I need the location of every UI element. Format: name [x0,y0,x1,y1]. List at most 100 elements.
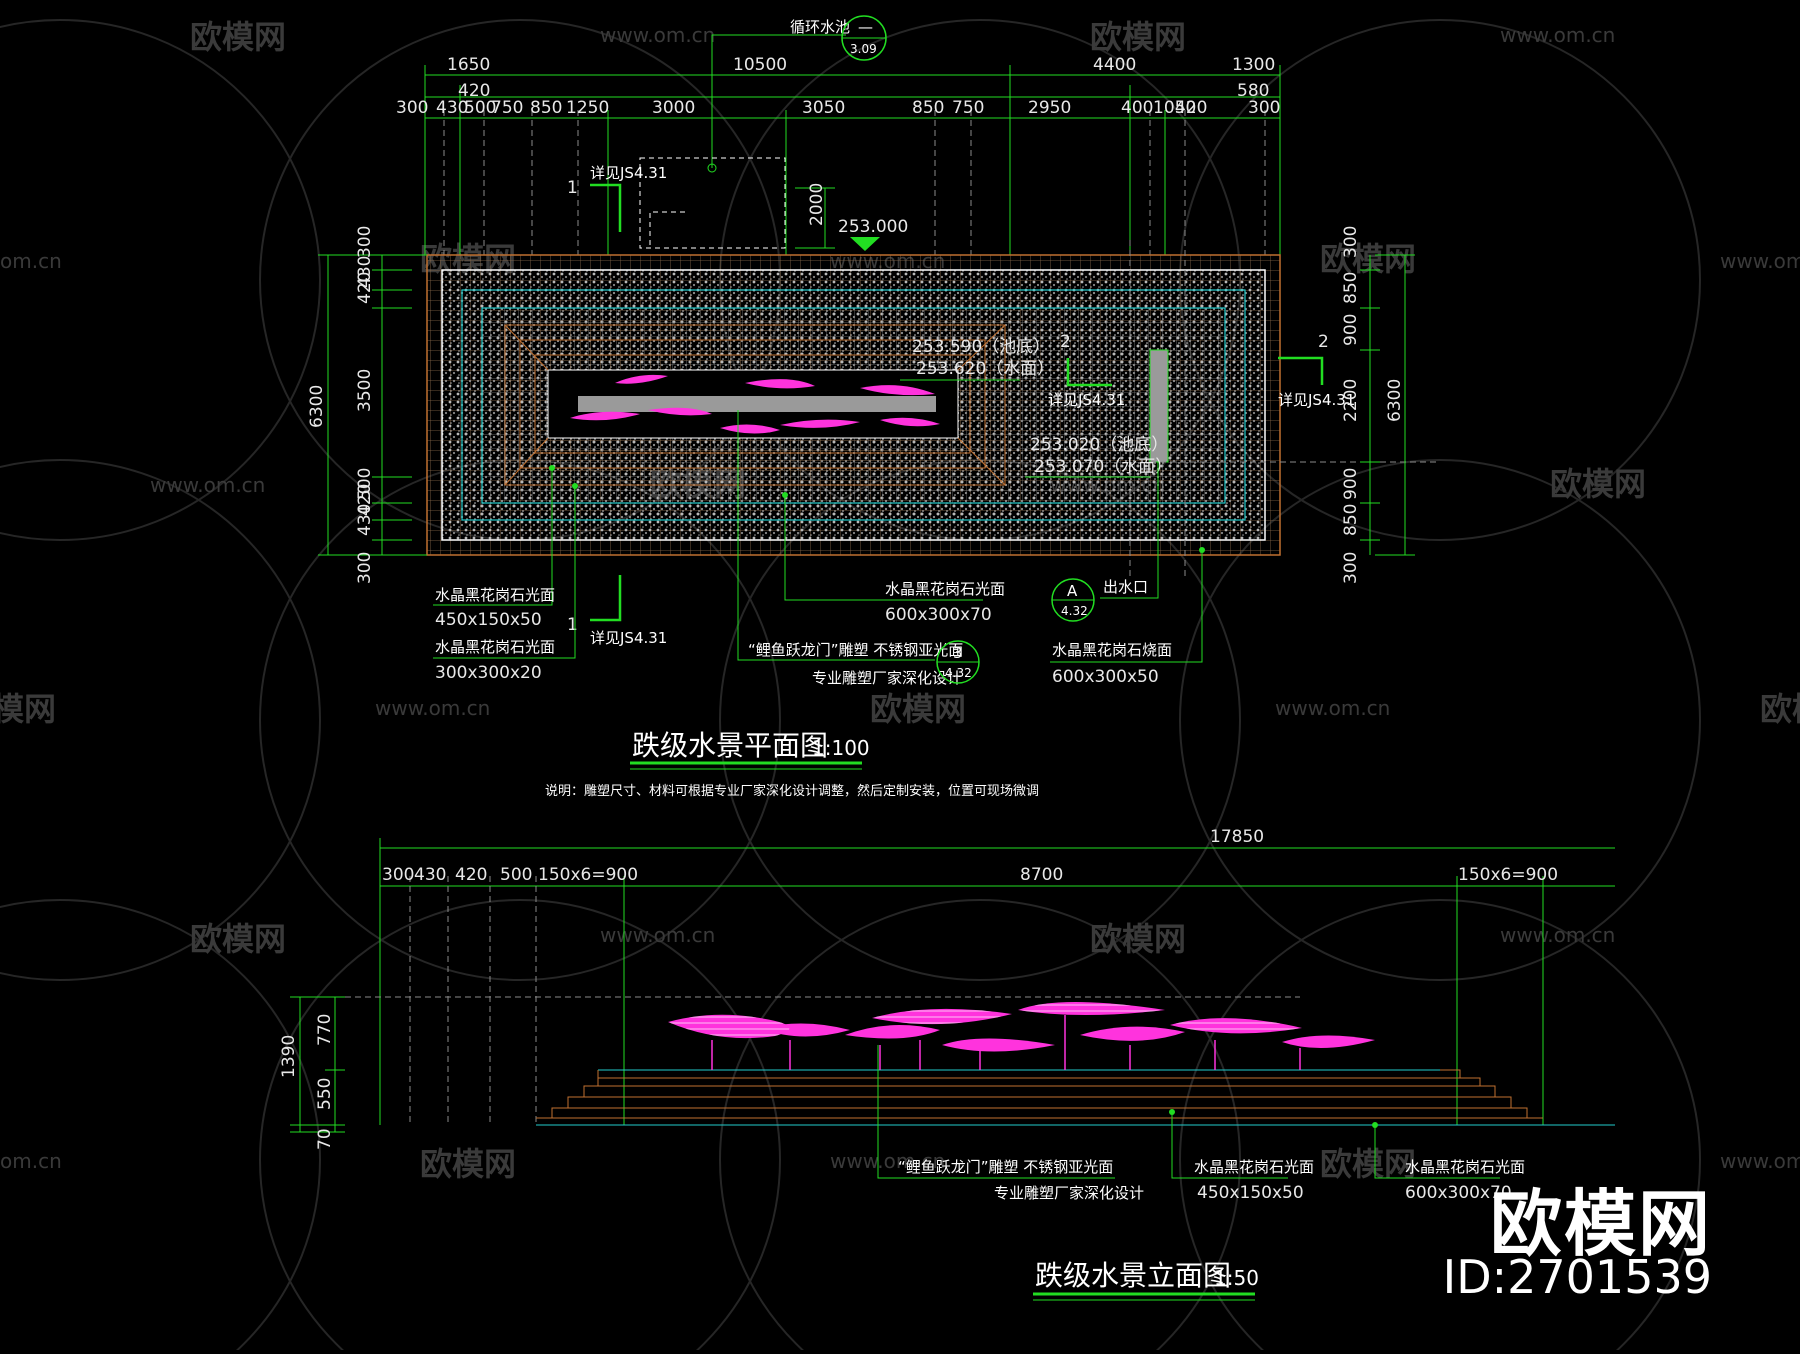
dim-label: 750 [491,98,523,118]
water-outlet [1149,349,1169,463]
dim-label: 3000 [652,98,695,118]
dim-label: 850 [1341,504,1361,536]
dim-label: 420 [1175,98,1207,118]
dim-label: 8700 [1020,865,1063,885]
watermark-text: 欧模网 [1320,240,1416,278]
section-number: 1 [567,615,578,635]
dim-label: 420 [355,484,375,516]
watermark-url: om.cn [0,249,62,273]
dim-label: 420 [458,81,490,101]
material-size: 600x300x70 [885,605,992,625]
elevation-scale: 1:50 [1214,1266,1259,1290]
plan-scale: 1:100 [812,736,870,760]
level-mark: 253.620（水面） [916,359,1054,379]
dim-label: 300 [355,552,375,584]
watermark-text: 欧模网 [1320,1145,1416,1183]
outlet-label: 出水口 [1103,578,1148,596]
material-size: 300x300x20 [435,663,542,683]
level-mark: 253.020（池底） [1030,435,1168,455]
dim-label: 770 [315,1014,335,1046]
dim-label: 750 [952,98,984,118]
watermark-url: om.cn [0,1149,62,1173]
watermark-url: www.om.cn [1275,696,1390,720]
dim-label: 10500 [733,55,787,75]
dim-label: 17850 [1210,827,1264,847]
dim-label: 900 [1341,314,1361,346]
dim-label: 420 [455,865,487,885]
detail-reference: 详见JS4.31 [590,629,667,647]
dim-label: 1300 [1232,55,1275,75]
detail-reference: 详见JS4.31 [590,164,667,182]
plan-note: 说明：雕塑尺寸、材料可根据专业厂家深化设计调整，然后定制安装，位置可现场微调 [545,783,1039,799]
material-name: 水晶黑花岗石光面 [1405,1158,1525,1176]
dim-label: 2000 [807,183,827,226]
dim-label: 4400 [1093,55,1136,75]
watermark-text: 欧模网 [1550,465,1646,503]
watermark-text: 欧模网 [1090,920,1186,958]
material-name: 水晶黑花岗石光面 [885,580,1005,598]
plan-title: 跌级水景平面图 [632,729,828,762]
watermark-url: www.om.cn [1720,249,1800,273]
sculpture-note: 专业雕塑厂家深化设计 [994,1184,1144,1202]
detail-reference: 详见JS4.31 [1278,391,1355,409]
watermark-text: 欧模网 [870,690,966,728]
dim-label: 1390 [279,1035,299,1078]
sculpture-note: 专业雕塑厂家深化设计 [812,669,962,687]
dim-label: 150x6=900 [538,865,638,885]
koi-sculpture-icon [570,374,940,434]
sculpture-note: “鲤鱼跃龙门”雕塑 不锈钢亚光面 [898,1158,1113,1176]
dim-label: 3050 [802,98,845,118]
dim-label: 500 [355,468,375,500]
section-number: 2 [1318,332,1329,352]
brand-id-text: ID:2701539 [1442,1250,1712,1304]
dim-label: 1050 [1153,98,1196,118]
koi-sculpture-elevation-icon [668,1002,1375,1070]
material-name: 水晶黑花岗石烧面 [1052,641,1172,659]
watermark-url: www.om.cn [1500,923,1615,947]
dim-label: 430 [414,865,446,885]
material-size: 600x300x70 [1405,1183,1512,1203]
dim-label: 850 [1341,272,1361,304]
watermark-url: www.om.cn [830,1149,945,1173]
pool-label: 循环水池 [790,18,850,36]
circulation-pool [639,157,786,249]
watermark-text: 欧模网 [190,18,286,56]
dim-label: 430 [355,504,375,536]
dim-label: 300 [1248,98,1280,118]
section-symbol-bottom: 3.09 [850,42,877,56]
detail-symbol-top: 3 [953,644,963,662]
level-mark: 253.000 [838,217,908,237]
section-number: 2 [1060,332,1071,352]
dim-label: 150x6=900 [1458,865,1558,885]
dim-label: 300 [1341,552,1361,584]
dim-label: 500 [464,98,496,118]
section-symbol-top: — [858,18,873,36]
level-mark: 253.070（水面） [1034,457,1172,477]
dim-label: 580 [1237,81,1269,101]
watermark-text: 欧模网 [1090,18,1186,56]
material-size: 450x150x50 [1197,1183,1304,1203]
brand-logo-text: 欧模网 [1489,1182,1712,1266]
dim-label: 1650 [447,55,490,75]
material-name: 水晶黑花岗石光面 [435,638,555,656]
dim-label: 3500 [355,369,375,412]
watermark-text: 欧模网 [1760,690,1800,728]
watermark-url: www.om.cn [600,23,715,47]
detail-symbol-top: A [1067,582,1078,600]
dim-label: 300 [382,865,414,885]
level-triangle-icon [850,237,880,251]
dim-label: 430 [355,256,375,288]
dim-label: 2200 [1341,379,1361,422]
elevation-title: 跌级水景立面图 [1035,1259,1231,1292]
watermark-url: www.om.cn [1500,23,1615,47]
dim-label: 1250 [566,98,609,118]
watermark-url: www.om.cn [375,696,490,720]
watermark-url: www.om.cn [1720,1149,1800,1173]
